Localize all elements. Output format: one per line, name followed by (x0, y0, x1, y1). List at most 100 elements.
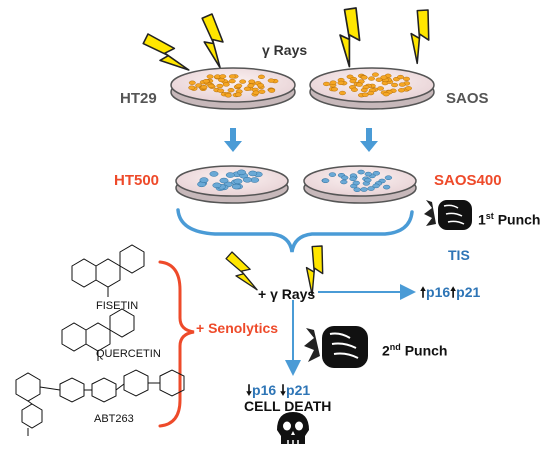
senescent-cell (364, 171, 372, 177)
proliferating-cell (257, 74, 265, 80)
proliferating-cell (397, 74, 404, 80)
lightning-bolt-icon (142, 33, 190, 71)
label-senolytics: + Senolytics (196, 320, 279, 336)
senescent-cell (372, 183, 380, 189)
senescent-cell (367, 186, 375, 191)
proliferating-cell (248, 79, 256, 84)
proliferating-cell (252, 90, 260, 95)
proliferating-cell (217, 88, 225, 93)
proliferating-cell (202, 79, 210, 84)
proliferating-cell (258, 89, 266, 94)
label-ht500: HT500 (114, 172, 160, 189)
label-plus-gamma-rays: + γ Rays (258, 286, 316, 302)
gamma-rays-title: γ Rays (262, 42, 308, 58)
lightning-bolt-icon (219, 250, 266, 291)
proliferating-cell (403, 76, 410, 82)
label-saos400: SAOS400 (434, 172, 502, 189)
proliferating-cell (360, 87, 368, 93)
petri-dish-ht500 (175, 165, 289, 204)
proliferating-cell (398, 82, 406, 87)
senescent-cell (209, 171, 219, 177)
proliferating-cell (206, 74, 214, 79)
proliferating-cell (188, 85, 196, 90)
senescent-cell (341, 175, 349, 181)
proliferating-cell (247, 83, 255, 88)
proliferating-cell (405, 86, 412, 91)
label-first-punch: 1st Punch (478, 211, 541, 228)
lightning-bolt-icon (393, 5, 450, 65)
proliferating-cell (351, 87, 358, 92)
proliferating-cell (234, 92, 242, 97)
death-markers: 🠗p16 🠗p21 (246, 382, 311, 398)
proliferating-cell (331, 87, 338, 92)
proliferating-cell (200, 84, 208, 90)
senescent-cell (352, 180, 360, 186)
senescent-cell (382, 184, 391, 190)
label-quercetin: QUERCETIN (96, 348, 161, 360)
proliferating-cell (257, 83, 264, 88)
petri-dish-ht29 (170, 67, 296, 110)
proliferating-cell (268, 88, 276, 93)
proliferating-cell (339, 90, 346, 96)
tis-markers: 🠕p16🠕p21 (420, 284, 481, 300)
fist-icon-first-punch (424, 200, 472, 230)
proliferating-cell (349, 78, 357, 84)
fist-icon-second-punch (304, 326, 368, 368)
proliferating-cell (243, 86, 251, 91)
senescent-cell (237, 169, 246, 176)
senescent-cell (353, 187, 361, 193)
proliferating-cell (222, 82, 230, 87)
proliferating-cell (323, 81, 330, 87)
proliferating-cell (360, 75, 368, 80)
senescent-cell (248, 170, 258, 177)
senescent-cell (360, 187, 368, 192)
proliferating-cell (219, 74, 227, 79)
senescent-cell (384, 175, 393, 181)
senescent-cell (357, 169, 365, 175)
arrow-down-right (360, 128, 378, 152)
senescent-cell (242, 177, 252, 183)
label-abt263: ABT263 (94, 413, 134, 425)
senescent-cell (219, 177, 229, 184)
senescent-cell (233, 178, 243, 185)
label-tis: TIS (448, 247, 470, 263)
senescent-cell (340, 179, 348, 185)
senescent-cell (199, 177, 209, 183)
proliferating-cell (224, 93, 232, 98)
skull-icon (277, 412, 309, 444)
proliferating-cell (227, 87, 235, 93)
senescent-cell (364, 177, 372, 183)
proliferating-cell (371, 72, 379, 77)
proliferating-cell (380, 75, 388, 80)
proliferating-cell (239, 79, 247, 84)
proliferating-cell (207, 83, 215, 89)
senescent-cell (349, 176, 357, 182)
abt263-structure (15, 369, 185, 436)
proliferating-cell (235, 83, 243, 88)
proliferating-cell (391, 82, 399, 88)
proliferating-cell (397, 88, 405, 93)
proliferating-cell (188, 80, 196, 85)
proliferating-cell (267, 78, 275, 83)
proliferating-cell (329, 80, 337, 85)
petri-dish-saos (309, 67, 435, 110)
senolytics-brace (158, 260, 195, 428)
label-fisetin: FISETIN (96, 300, 139, 312)
quercetin-structure (61, 308, 135, 361)
senescent-cell (321, 178, 330, 183)
label-second-punch: 2nd Punch (382, 342, 448, 359)
petri-dish-saos400 (303, 165, 417, 204)
senescent-cell (231, 183, 241, 190)
arrow-down-left (224, 128, 242, 152)
proliferating-cell (228, 78, 236, 84)
fisetin-structure (71, 244, 145, 297)
senescent-cell (328, 172, 337, 177)
senescent-cell (225, 172, 235, 178)
label-ht29: HT29 (120, 90, 157, 107)
label-cell-death: CELL DEATH (244, 398, 332, 414)
senescent-cell (212, 182, 222, 189)
label-saos: SAOS (446, 90, 489, 107)
proliferating-cell (377, 86, 385, 91)
